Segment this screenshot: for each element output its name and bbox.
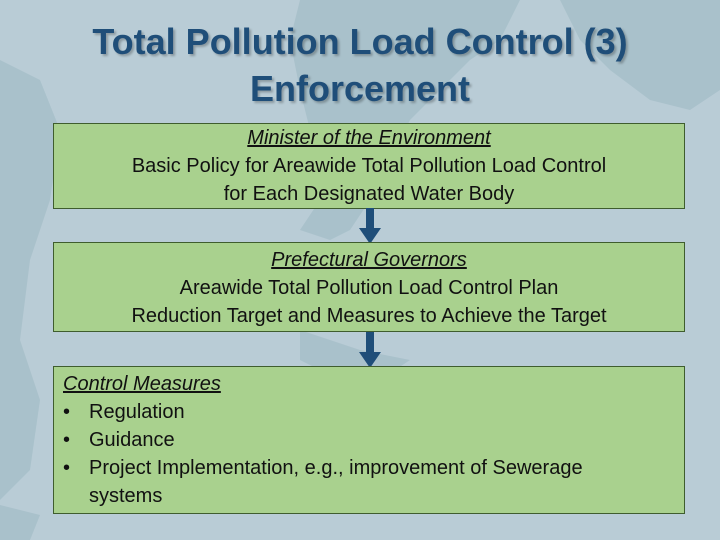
title-line-2: Enforcement: [249, 68, 471, 109]
slide-title: Total Pollution Load Control (3) Enforce…: [0, 18, 720, 112]
island-chain: [0, 505, 40, 540]
minister-line-2: for Each Designated Water Body: [223, 183, 515, 205]
measure-item: Project Implementation, e.g., improvemen…: [63, 454, 589, 510]
measures-box: Control Measures Regulation Guidance Pro…: [53, 366, 685, 514]
landmass-east: [560, 0, 720, 110]
measures-heading: Control Measures: [63, 373, 221, 395]
title-line-1: Total Pollution Load Control (3): [92, 21, 628, 62]
landmass-west: [0, 60, 60, 500]
measure-item: Guidance: [63, 426, 684, 454]
governors-line-1: Areawide Total Pollution Load Control Pl…: [179, 277, 559, 299]
minister-heading: Minister of the Environment: [247, 127, 491, 149]
governors-line-2: Reduction Target and Measures to Achieve…: [131, 305, 607, 327]
governors-box: Prefectural Governors Areawide Total Pol…: [53, 242, 685, 332]
minister-line-1: Basic Policy for Areawide Total Pollutio…: [131, 155, 607, 177]
measure-item: Regulation: [63, 398, 684, 426]
governors-heading: Prefectural Governors: [271, 249, 467, 271]
minister-box: Minister of the Environment Basic Policy…: [53, 123, 685, 209]
down-arrow-icon: [359, 208, 381, 244]
measures-list: Regulation Guidance Project Implementati…: [63, 398, 684, 510]
down-arrow-icon: [359, 332, 381, 368]
